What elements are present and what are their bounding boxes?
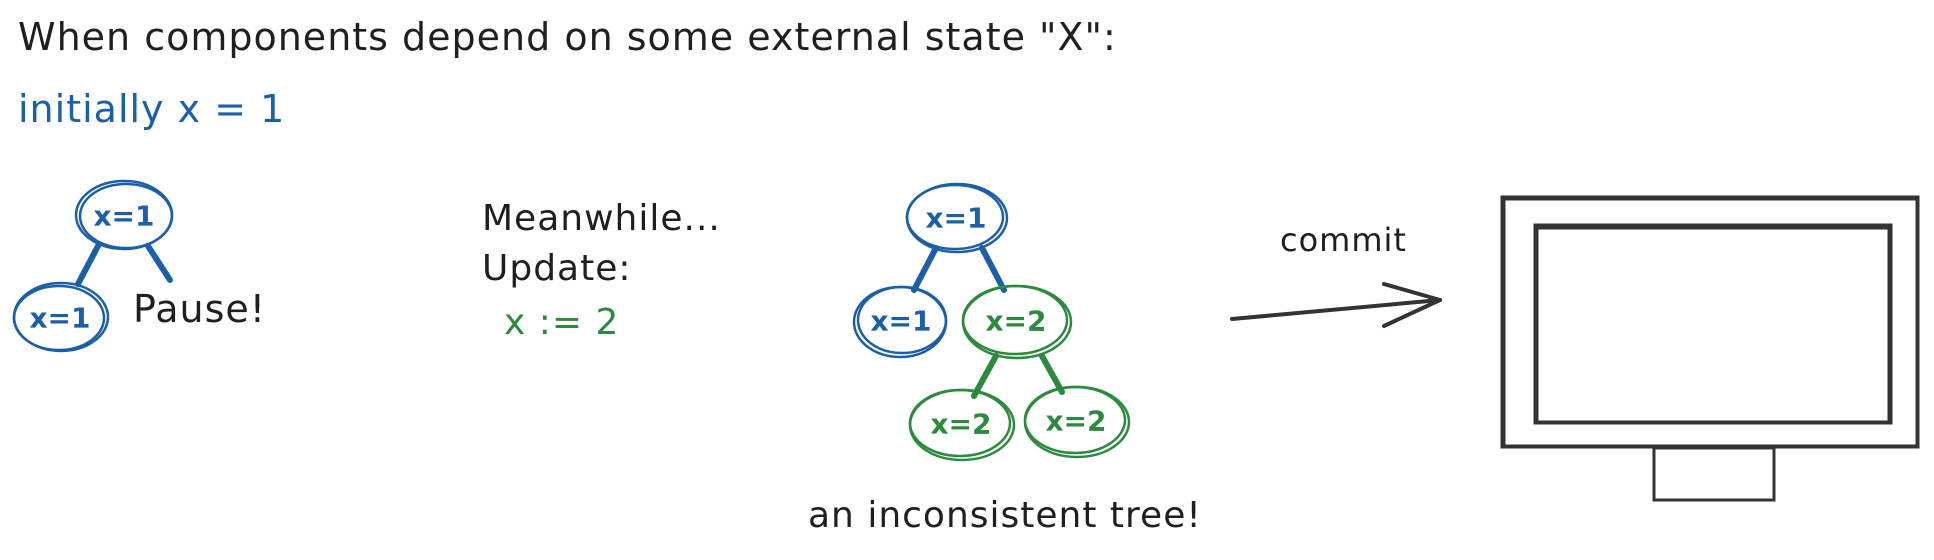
- left-tree-root-label: x=1: [93, 200, 154, 233]
- update-label-text: Update:: [482, 248, 632, 289]
- monitor-outer-frame-sketch: [1502, 197, 1919, 448]
- middle-tree: x=1 x=1 x=2 x=2 x=2: [852, 182, 1131, 462]
- arrow-shaft: [1230, 298, 1442, 321]
- commit-arrow: commit: [1230, 221, 1442, 328]
- initial-state-text: initially x = 1: [18, 87, 285, 131]
- middle-tree-right-child-label: x=2: [985, 305, 1046, 338]
- update-note: Meanwhile... Update: x := 2: [482, 198, 721, 343]
- middle-tree-root-label: x=1: [925, 202, 986, 235]
- left-tree: x=1 x=1 Pause!: [12, 179, 266, 353]
- monitor-icon: [1500, 195, 1920, 502]
- middle-tree-left-child-node-outline: [856, 285, 948, 355]
- monitor-outer-frame: [1500, 195, 1920, 449]
- heading-text: When components depend on some external …: [18, 15, 1117, 59]
- left-tree-edge-to-child: [75, 243, 101, 287]
- meanwhile-text: Meanwhile...: [482, 198, 721, 239]
- middle-tree-right-child-node-outline: [961, 284, 1069, 356]
- left-tree-child-node-outline: [12, 284, 106, 352]
- middle-tree-edge-root-right: [979, 245, 1007, 293]
- monitor-screen-sketch: [1535, 226, 1891, 424]
- arrow-head: [1382, 282, 1442, 328]
- middle-tree-grandchild-left-node-outline: [908, 388, 1012, 458]
- middle-tree-edge-right-gl: [971, 353, 999, 399]
- pause-text: Pause!: [133, 287, 266, 331]
- update-assignment-text: x := 2: [504, 302, 619, 343]
- caption-text: an inconsistent tree!: [808, 495, 1202, 536]
- left-tree-child-label: x=1: [29, 302, 90, 335]
- middle-tree-left-child-label: x=1: [870, 305, 931, 338]
- middle-tree-edge-root-left: [911, 245, 939, 293]
- commit-label: commit: [1280, 221, 1407, 259]
- middle-tree-grandchild-left-label: x=2: [930, 408, 991, 441]
- monitor-stand: [1652, 446, 1776, 502]
- monitor-screen: [1533, 223, 1893, 425]
- middle-tree-grandchild-right-node-outline: [1023, 385, 1127, 455]
- middle-tree-grandchild-right-label: x=2: [1045, 405, 1106, 438]
- left-tree-edge-stub: [145, 243, 173, 283]
- middle-tree-root-node-outline: [905, 183, 1005, 251]
- left-tree-root-node-outline: [78, 182, 174, 250]
- middle-tree-edge-right-gr: [1039, 353, 1065, 395]
